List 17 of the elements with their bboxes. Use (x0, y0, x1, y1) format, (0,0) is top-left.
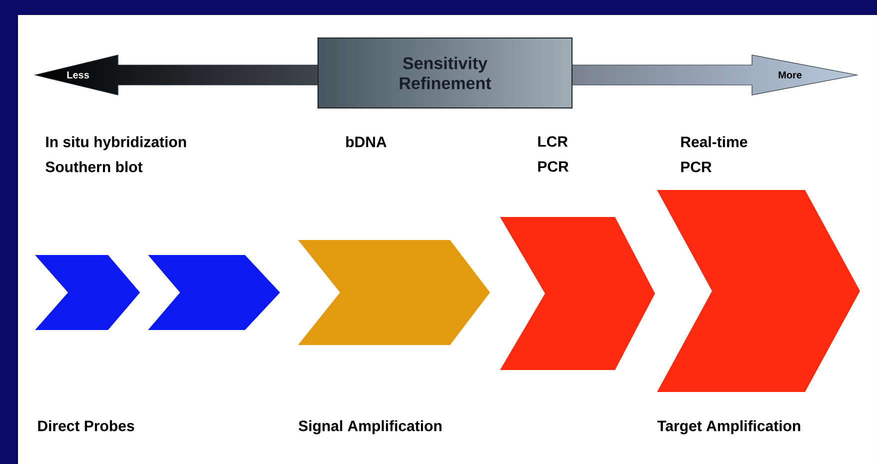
method-label: Southern blot (46, 161, 142, 172)
method-label: Direct Probes (38, 420, 134, 432)
chevron-shape (148, 255, 280, 330)
method-label: bDNA (346, 136, 386, 148)
chevron-shape (500, 217, 655, 370)
chevron-shape (298, 240, 490, 345)
method-label: In situ hybridization (46, 136, 186, 150)
method-label: Real-time PCR (681, 136, 748, 172)
chevron-shape (657, 190, 860, 392)
label-box: Sensitivity Refinement (318, 38, 572, 108)
method-label: Signal Amplification (298, 420, 442, 434)
method-label: LCR (538, 136, 568, 147)
arrow-label: Less (67, 72, 89, 78)
method-label: Target Amplification (657, 420, 800, 434)
chevron-shape (35, 255, 140, 330)
method-label: PCR (538, 161, 569, 172)
arrow-label: More (778, 72, 802, 78)
